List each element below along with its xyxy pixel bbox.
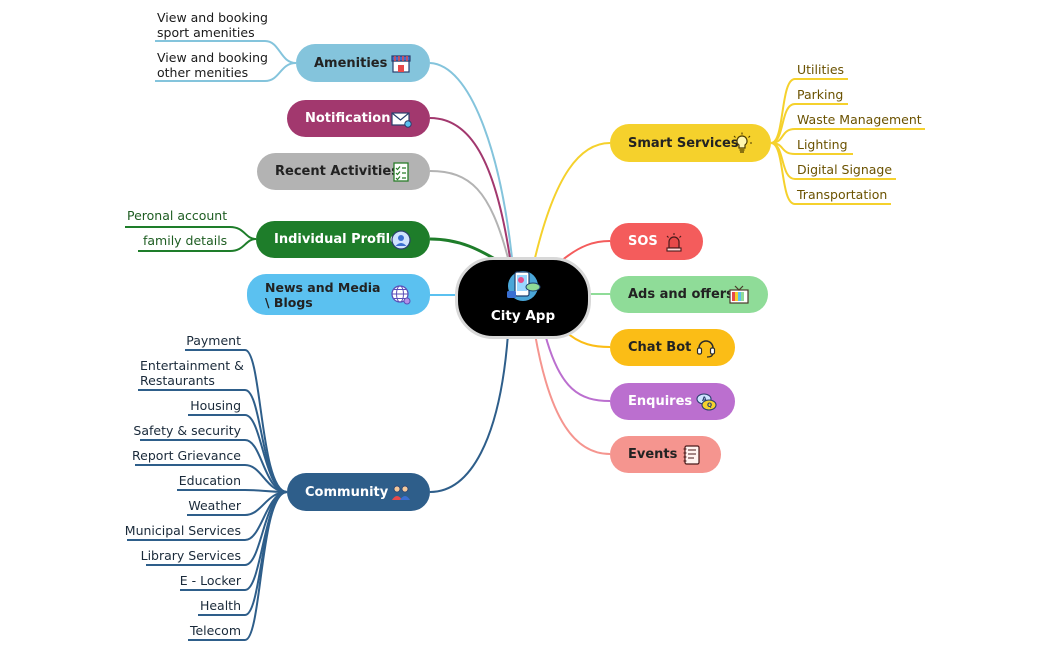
chat-bot-node[interactable]: Chat Bot — [610, 329, 735, 366]
individual-profile-node[interactable]: Individual Profile — [256, 221, 430, 258]
chat-bot-label: Chat Bot — [628, 340, 692, 355]
ads-offers-label: Ads and offers — [628, 287, 734, 302]
notification-node[interactable]: Notification — [287, 100, 430, 137]
mail-icon — [391, 111, 412, 128]
community-leaf-library[interactable]: Library Services — [140, 548, 241, 563]
headset-icon — [696, 339, 716, 358]
community-leaf-telecom[interactable]: Telecom — [189, 623, 241, 638]
community-leaf-elocker[interactable]: E - Locker — [179, 573, 241, 588]
central-title: City App — [490, 308, 556, 324]
amenities-node[interactable]: Amenities — [296, 44, 430, 82]
checklist-icon — [393, 161, 409, 182]
smart-leaf-signage[interactable]: Digital Signage — [797, 162, 893, 177]
notebook-icon — [683, 444, 700, 465]
community-leaf-education[interactable]: Education — [178, 473, 241, 488]
siren-icon — [666, 232, 682, 252]
amenities-label: Amenities — [314, 55, 388, 71]
chat-bubbles-icon: A Q — [696, 392, 717, 411]
community-leaf-entertainment[interactable]: Entertainment & Restaurants — [140, 358, 244, 388]
smart-leaf-waste[interactable]: Waste Management — [797, 112, 922, 127]
community-leaf-safety[interactable]: Safety & security — [133, 423, 241, 438]
smart-leaf-transportation[interactable]: Transportation — [797, 187, 888, 202]
tv-icon — [729, 285, 749, 304]
sos-label: SOS — [628, 234, 658, 249]
user-icon — [391, 229, 411, 250]
news-media-label: News and Media \ Blogs — [265, 279, 381, 310]
globe-icon — [391, 284, 411, 304]
city-app-icon — [507, 271, 541, 301]
news-media-node[interactable]: News and Media \ Blogs — [247, 274, 430, 315]
amenities-leaf-sport[interactable]: View and booking sport amenities — [157, 10, 268, 40]
amenities-leaf-other[interactable]: View and booking other menities — [157, 50, 268, 80]
profile-leaf-personal[interactable]: Peronal account — [127, 208, 228, 223]
community-leaf-housing[interactable]: Housing — [190, 398, 241, 413]
svg-text:Q: Q — [707, 402, 712, 409]
smart-leaf-lighting[interactable]: Lighting — [797, 137, 848, 152]
community-leaf-weather[interactable]: Weather — [188, 498, 241, 513]
smart-services-label: Smart Services — [628, 135, 739, 151]
enquires-node[interactable]: Enquires A Q — [610, 383, 735, 420]
smart-leaf-parking[interactable]: Parking — [797, 87, 844, 102]
sos-node[interactable]: SOS — [610, 223, 703, 260]
smart-leaf-utilities[interactable]: Utilities — [797, 62, 845, 77]
community-leaf-grievance[interactable]: Report Grievance — [132, 448, 241, 463]
community-label: Community — [305, 484, 389, 500]
individual-profile-label: Individual Profile — [274, 232, 399, 247]
community-node[interactable]: Community — [287, 473, 430, 511]
smart-services-node[interactable]: Smart Services — [610, 124, 771, 162]
events-label: Events — [628, 447, 678, 462]
svg-text:A: A — [702, 396, 707, 403]
events-node[interactable]: Events — [610, 436, 721, 473]
enquires-label: Enquires — [628, 394, 693, 409]
notification-label: Notification — [305, 111, 391, 126]
profile-leaf-family[interactable]: family details — [143, 233, 228, 248]
recent-activities-label: Recent Activities — [275, 164, 399, 179]
recent-activities-node[interactable]: Recent Activities — [257, 153, 430, 190]
central-node[interactable]: City App — [455, 257, 591, 339]
people-icon — [392, 485, 410, 500]
community-leaf-health[interactable]: Health — [199, 598, 241, 613]
store-icon — [391, 55, 411, 73]
ads-offers-node[interactable]: Ads and offers — [610, 276, 768, 313]
community-leaf-payment[interactable]: Payment — [186, 333, 241, 348]
lightbulb-icon — [732, 132, 752, 153]
community-leaf-municipal[interactable]: Municipal Services — [124, 523, 241, 538]
